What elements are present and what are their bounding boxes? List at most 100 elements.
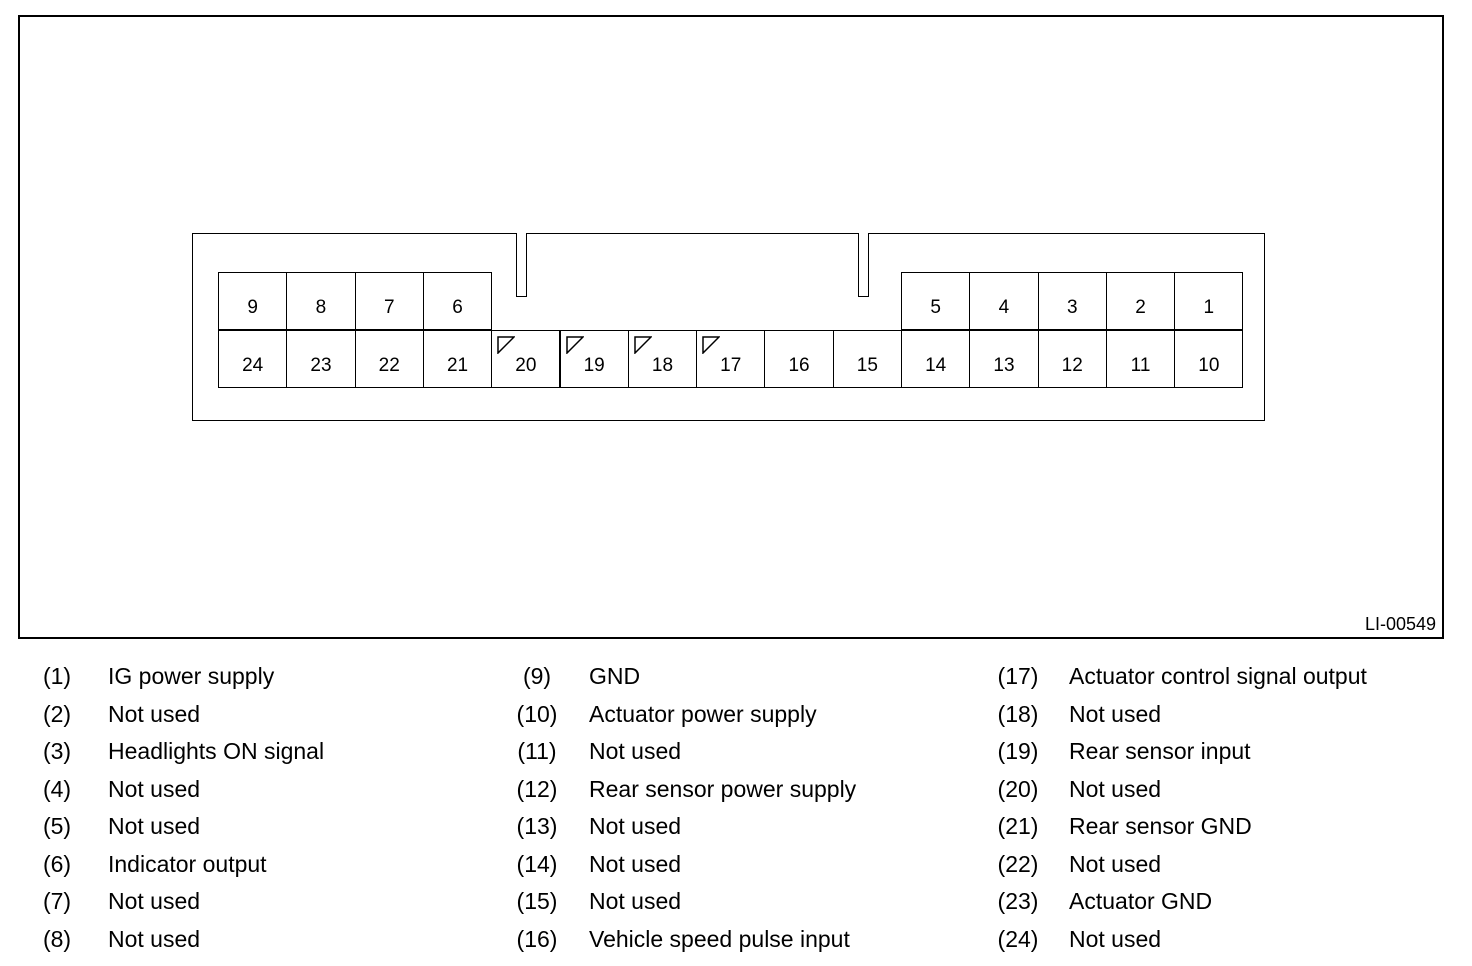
legend-code: (13) [516, 813, 558, 839]
terminal-number: 9 [247, 297, 258, 318]
legend-description: GND [589, 663, 641, 689]
legend-description: Not used [108, 775, 201, 802]
legend-code: (16) [516, 925, 558, 952]
terminal-marker-icon [497, 336, 516, 354]
legend-code: (18) [997, 700, 1039, 727]
terminal-number: 6 [452, 297, 463, 318]
terminal-4: 4 [969, 272, 1039, 330]
legend-description: Rear sensor power supply [589, 775, 857, 802]
terminal-2: 2 [1105, 272, 1176, 330]
legend-description: Headlights ON signal [108, 738, 325, 764]
legend-code: (20) [997, 775, 1039, 802]
terminal-14: 14 [901, 330, 971, 388]
legend-code: (19) [997, 738, 1039, 764]
terminal-10: 10 [1174, 330, 1244, 388]
legend-description: Not used [589, 888, 682, 914]
terminal-22: 22 [354, 330, 424, 388]
terminal-7: 7 [354, 272, 424, 330]
legend-description: Not used [1069, 850, 1162, 877]
terminal-24: 24 [218, 330, 288, 388]
terminal-3: 3 [1037, 272, 1107, 330]
legend-code: (6) [42, 850, 72, 877]
terminal-13: 13 [969, 330, 1039, 388]
terminal-number: 10 [1198, 355, 1220, 376]
terminal-18: 18 [627, 330, 698, 388]
terminal-number: 3 [1066, 297, 1078, 318]
terminal-number: 23 [310, 355, 332, 376]
terminal-number: 4 [998, 297, 1010, 318]
legend-description: Rear sensor GND [1069, 813, 1252, 839]
terminal-number: 7 [383, 297, 395, 318]
legend-description: Not used [589, 850, 682, 877]
terminal-number: 15 [856, 355, 878, 376]
legend-code: (14) [516, 850, 558, 877]
legend-code: (10) [516, 700, 558, 727]
terminal-number: 24 [242, 355, 264, 376]
terminal-12: 12 [1037, 330, 1107, 388]
terminal-number: 8 [315, 297, 327, 318]
connector-latch-right [858, 233, 869, 297]
legend-description: Not used [108, 888, 201, 914]
legend-code: (11) [517, 738, 557, 764]
legend-description: Rear sensor input [1069, 738, 1251, 764]
terminal-21: 21 [422, 330, 493, 388]
terminal-number: 11 [1130, 355, 1151, 376]
terminal-17: 17 [696, 330, 766, 388]
terminal-23: 23 [286, 330, 356, 388]
terminal-20: 20 [491, 330, 561, 388]
terminal-1: 1 [1174, 272, 1244, 330]
terminal-8: 8 [286, 272, 356, 330]
legend-code: (17) [997, 663, 1039, 689]
connector-housing [192, 233, 1265, 421]
terminal-11: 11 [1105, 330, 1176, 388]
terminal-number: 20 [515, 355, 537, 376]
legend-description: Actuator GND [1069, 888, 1213, 914]
terminal-19: 19 [559, 330, 629, 388]
terminal-15: 15 [832, 330, 902, 388]
legend-code: (9) [522, 663, 552, 689]
terminal-number: 16 [788, 355, 810, 376]
legend-description: Indicator output [108, 850, 267, 877]
terminal-number: 22 [378, 355, 400, 376]
legend-description: Vehicle speed pulse input [589, 925, 850, 952]
terminal-number: 17 [720, 355, 742, 376]
terminal-marker-icon [634, 336, 652, 354]
legend-code: (7) [42, 888, 72, 914]
legend-description: Actuator control signal output [1069, 663, 1367, 689]
terminal-marker-icon [702, 336, 721, 354]
diagram-frame [18, 15, 1444, 639]
terminal-number: 5 [930, 297, 941, 318]
legend-description: Not used [589, 813, 682, 839]
terminal-9: 9 [218, 272, 288, 330]
terminal-number: 14 [925, 355, 947, 376]
legend-code: (21) [997, 813, 1039, 839]
legend-code: (12) [516, 775, 558, 802]
legend-description: Not used [589, 738, 682, 764]
legend-description: Not used [1069, 925, 1162, 952]
terminal-16: 16 [764, 330, 834, 388]
terminal-number: 21 [446, 355, 469, 376]
connector-latch-left [516, 233, 527, 297]
legend-code: (3) [42, 738, 72, 764]
legend-code: (15) [516, 888, 558, 914]
legend-description: Not used [108, 813, 201, 839]
terminal-number: 1 [1203, 297, 1215, 318]
terminal-5: 5 [901, 272, 971, 330]
terminal-6: 6 [422, 272, 493, 330]
terminal-number: 2 [1135, 297, 1146, 318]
legend-code: (4) [42, 775, 72, 802]
drawing-id: LI-00549 [1364, 614, 1436, 634]
legend-code: (22) [997, 850, 1039, 877]
legend-description: Not used [1069, 700, 1162, 727]
legend-code: (24) [997, 925, 1039, 952]
legend-code: (23) [997, 888, 1039, 914]
terminal-number: 13 [993, 355, 1015, 376]
legend-code: (5) [42, 813, 72, 839]
legend-description: Not used [108, 925, 201, 952]
legend-code: (8) [42, 925, 72, 952]
legend-description: IG power supply [108, 663, 275, 689]
terminal-number: 12 [1061, 355, 1083, 376]
terminal-number: 19 [583, 355, 605, 376]
legend-code: (1) [42, 663, 72, 689]
legend-code: (2) [42, 700, 72, 727]
